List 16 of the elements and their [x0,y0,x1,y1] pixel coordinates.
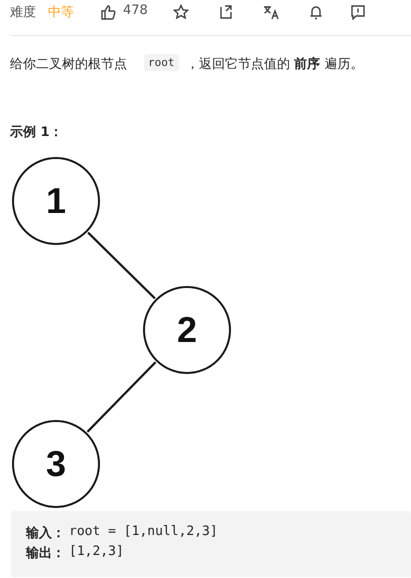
node-value: 2 [176,309,198,351]
example-heading: 示例 1： [10,124,63,141]
node-value: 3 [46,443,66,485]
node-value: 1 [46,180,66,222]
like-count: 478 [123,3,148,18]
input-value: root = [1,null,2,3] [69,524,218,539]
output-label: 输出： [26,545,65,562]
tree-edge [87,232,156,300]
tree-edge [86,361,156,433]
difficulty-label: 难度 [10,4,36,21]
input-label: 输入： [26,524,65,542]
difficulty-value: 中等 [48,4,74,21]
problem-text: ，返回它节点值的 前序 遍历。 [186,56,364,73]
output-value: [1,2,3] [69,544,124,559]
code-text: root [144,54,178,71]
problem-text: 给你二叉树的根节点 [10,56,127,73]
